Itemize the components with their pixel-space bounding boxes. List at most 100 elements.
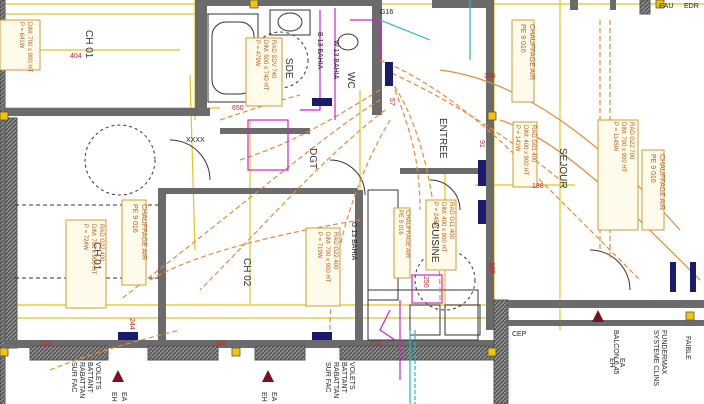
rad-ch01-top-p: P = 641W bbox=[18, 22, 24, 49]
note-fundermax: FUNDERMAX SYSTEME CLINS bbox=[652, 330, 667, 386]
rad-ch01: RAD G22 400 DIM: 700 x 900 HT P = 724W bbox=[82, 224, 104, 275]
rad-sde-p: P = 479W bbox=[254, 40, 260, 67]
note-volets-2: VOLETS BATTANT RABATTAN SUR FAC bbox=[324, 362, 355, 398]
rad-sde: RAD SDV 740 DIM: 500 x 740 HT P = 479W bbox=[254, 40, 276, 91]
chauffage-top-title: CHAUFFAGE AIR bbox=[528, 24, 535, 80]
sur-fac-1: SUR FAC bbox=[70, 362, 77, 392]
label-g16: G16 bbox=[380, 9, 393, 16]
note-volets-1: VOLETS BATTANT RABATTAN SUR FAC bbox=[70, 362, 101, 398]
chauffage-sejour-title: CHAUFFAGE AIR bbox=[658, 154, 665, 210]
label-cep: CEP bbox=[512, 331, 527, 338]
rad-entree: RAD G01 400 DIM: 400 x 900 HT P = 141W bbox=[514, 125, 536, 176]
label-xxxx: XXXX bbox=[186, 137, 205, 144]
elev-ea-3: EA bbox=[618, 358, 625, 368]
chauffage-ch01: CHAUFFAGE AIR PE 9 016 bbox=[131, 204, 147, 260]
dim-244: 244 bbox=[128, 318, 135, 330]
elev-ea-1: EA bbox=[120, 392, 127, 402]
elevation-markers bbox=[112, 310, 604, 382]
bahia-b13: B 13 BAHIA bbox=[316, 32, 323, 70]
label-eau: EAU bbox=[659, 3, 673, 10]
sur-fac-2: SUR FAC bbox=[324, 362, 331, 392]
dim-366: 366 bbox=[484, 73, 496, 80]
rad-entree-dim: DIM: 400 x 900 HT bbox=[522, 125, 528, 176]
rad-sde-name: RAD SDV 740 bbox=[270, 40, 276, 79]
rad-ch01-dim: DIM: 700 x 900 HT bbox=[90, 224, 96, 275]
ch01-rad-box bbox=[65, 219, 107, 309]
room-entree: ENTREE bbox=[437, 118, 448, 159]
chauffage-cuisine-title: CHAUFFAGE AIR bbox=[404, 210, 410, 259]
rad-ch02-p: P = 719W bbox=[316, 232, 322, 259]
room-ch01: CH 01 bbox=[91, 242, 102, 271]
room-ch01-top: CH 01 bbox=[83, 30, 94, 59]
volets-2: VOLETS bbox=[348, 362, 355, 390]
rad-ch01-p: P = 724W bbox=[82, 224, 88, 251]
dim-404: 404 bbox=[70, 53, 82, 60]
bahia-w13: W 13 BAHIA bbox=[332, 40, 339, 80]
battant-1: BATTANT bbox=[86, 362, 93, 394]
rad-ch01-top-dim: DIM: 700 x 900 HT bbox=[26, 22, 32, 73]
dim-650: 650 bbox=[232, 105, 244, 112]
elev-eh-1: EH bbox=[110, 392, 117, 402]
chauffage-ch01-ref: PE 9 016 bbox=[131, 204, 138, 233]
rabattan-1: RABATTAN bbox=[78, 362, 85, 398]
rad-cuisine: RAD G11 400 DIM: 400 x 900 HT P = 245W bbox=[432, 202, 454, 253]
rad-entree-p: P = 141W bbox=[514, 125, 520, 152]
systeme-clins: SYSTEME CLINS bbox=[652, 330, 659, 386]
rad-ch02-name: RAD G22 400 bbox=[332, 232, 338, 270]
chauffage-sejour-ref: PE 9 016 bbox=[649, 154, 656, 183]
dim-188: 188 bbox=[532, 183, 544, 190]
fundermax: FUNDERMAX bbox=[660, 330, 667, 375]
chauffage-sejour-box bbox=[641, 149, 665, 231]
elev-eh-2: EH bbox=[260, 392, 267, 402]
rad-entree-name: RAD G01 400 bbox=[530, 125, 536, 163]
ch01-top-rad-box bbox=[0, 19, 41, 71]
chauffage-top: CHAUFFAGE AIR PE 9 016 bbox=[519, 24, 535, 80]
room-balcon: BALCON 6.45 bbox=[612, 330, 619, 374]
entree-rad-box bbox=[512, 121, 538, 188]
dim-270: 270 bbox=[370, 341, 382, 348]
dim-340: 340 bbox=[214, 341, 226, 348]
grid-markers bbox=[0, 0, 695, 357]
chauffage-top-ref: PE 9 016 bbox=[519, 24, 526, 53]
sde-rad-box bbox=[245, 37, 283, 107]
battant-2: BATTANT bbox=[340, 362, 347, 394]
sejour-rad-box bbox=[597, 119, 639, 231]
plumbing-lines bbox=[247, 0, 471, 404]
chauffage-cuisine-ref: PE 9 016 bbox=[397, 210, 403, 235]
label-faible: FAIBLE bbox=[684, 336, 691, 360]
elev-ea-2: EA bbox=[270, 392, 277, 402]
rad-cuisine-dim: DIM: 400 x 900 HT bbox=[440, 202, 446, 253]
radiator-symbols bbox=[118, 62, 696, 340]
room-dgt: DGT bbox=[307, 148, 318, 169]
room-cuisine: CUISINE bbox=[429, 222, 440, 263]
dim-57: 57 bbox=[388, 98, 395, 106]
rad-ch01-top: DIM: 700 x 900 HT P = 641W bbox=[18, 22, 32, 73]
ch02-rad-box bbox=[305, 227, 341, 307]
chauffage-ch01-box bbox=[121, 199, 147, 286]
rad-ch02-dim: DIM: 700 x 900 HT bbox=[324, 232, 330, 283]
label-edr: EDR bbox=[684, 3, 699, 10]
rad-sde-dim: DIM: 500 x 740 HT bbox=[262, 40, 268, 91]
chauffage-ch01-title: CHAUFFAGE AIR bbox=[140, 204, 147, 260]
room-sde: SDE bbox=[283, 58, 294, 79]
cuisine-rad-box bbox=[425, 199, 457, 271]
rad-ch01-name: RAD G22 400 bbox=[98, 224, 104, 262]
chauffage-cuisine: CHAUFFAGE AIR PE 9 016 bbox=[397, 210, 410, 259]
bahia-g13: G 13 BAHIA bbox=[350, 222, 357, 260]
room-ch02: CH 02 bbox=[241, 258, 252, 287]
rad-sejour: RAD G22 700 DIM: 700 x 900 HT P = 1145W bbox=[612, 122, 634, 173]
rad-sejour-p: P = 1145W bbox=[612, 122, 618, 152]
rad-sejour-name: RAD G22 700 bbox=[628, 122, 634, 160]
rad-sejour-dim: DIM: 700 x 900 HT bbox=[620, 122, 626, 173]
chauffage-top-box bbox=[511, 19, 535, 103]
volets-1: VOLETS bbox=[94, 362, 101, 390]
dim-250: 250 bbox=[422, 276, 429, 288]
chauffage-cuisine-box bbox=[393, 207, 411, 279]
dim-91: 91 bbox=[478, 140, 485, 148]
rad-ch02: RAD G22 400 DIM: 700 x 900 HT P = 719W bbox=[316, 232, 338, 283]
rad-cuisine-p: P = 245W bbox=[432, 202, 438, 229]
rabattan-2: RABATTAN bbox=[332, 362, 339, 398]
chauffage-sejour: CHAUFFAGE AIR PE 9 016 bbox=[649, 154, 665, 210]
